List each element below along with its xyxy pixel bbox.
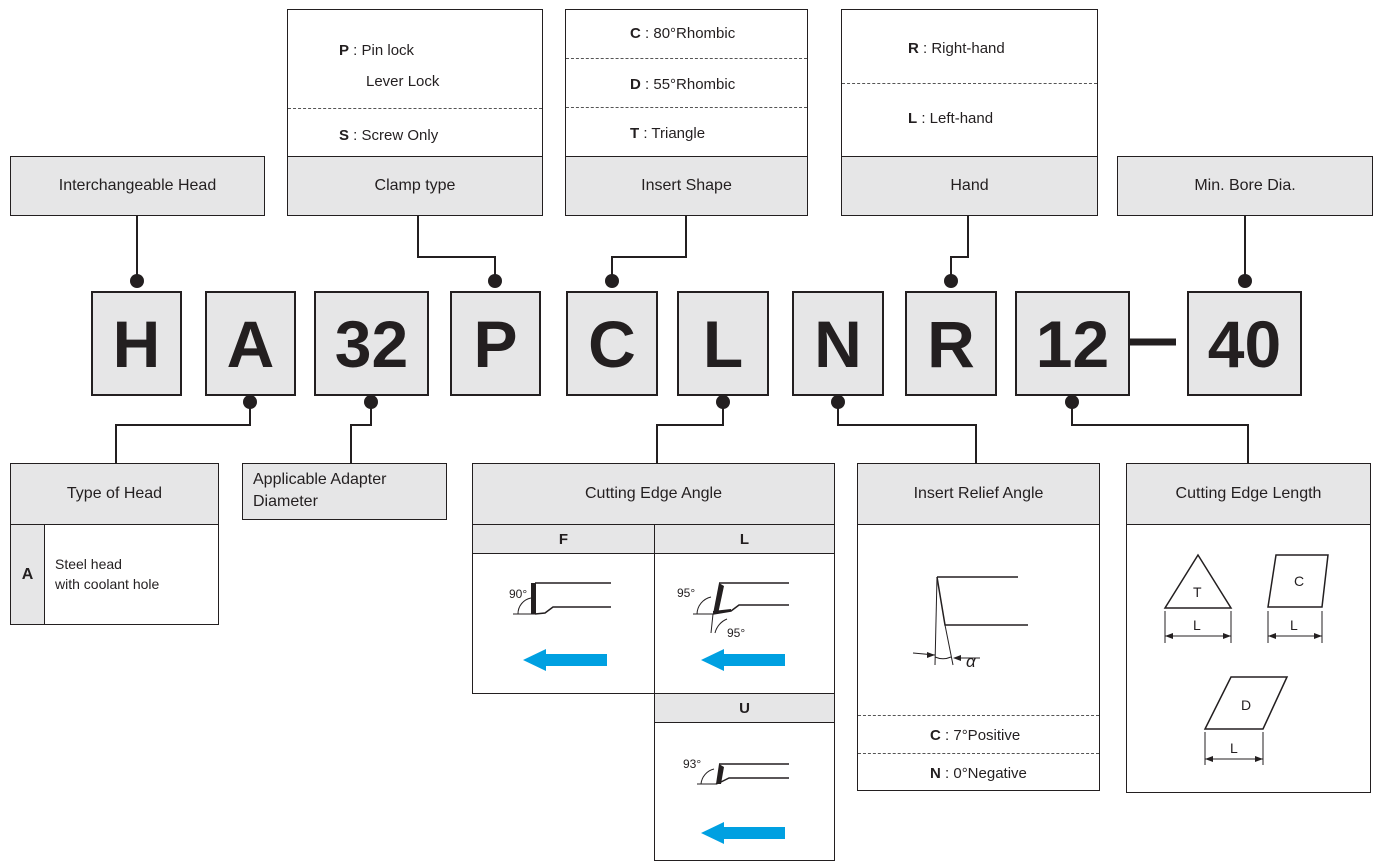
code-box-12: 12 (1015, 291, 1130, 396)
code-box-c: C (566, 291, 658, 396)
type-of-head-label: Type of Head (10, 463, 219, 525)
rhombic-c-insert-icon (1267, 554, 1329, 608)
hand-label: Hand (841, 156, 1098, 216)
adapter-diameter-line2: Diameter (253, 493, 318, 510)
connector-dot (605, 274, 619, 288)
shape-option-c: C : 80°Rhombic (630, 25, 736, 42)
code-box-l: L (677, 291, 769, 396)
type-of-head-code: A (11, 525, 45, 624)
cutting-edge-l-icon: 95° 95° (677, 582, 789, 671)
d-length-label: L (1230, 740, 1238, 756)
clamp-option-p: P : Pin lock (339, 42, 415, 59)
type-of-head-desc-line2: with coolant hole (55, 576, 160, 592)
adapter-diameter-line1: Applicable Adapter (253, 471, 387, 488)
min-bore-dia-label: Min. Bore Dia. (1117, 156, 1373, 216)
cutting-edge-angle-f-panel: F 90° (472, 524, 655, 694)
clamp-type-label: Clamp type (287, 156, 543, 216)
cutting-edge-length-panel: T L C L D L (1126, 524, 1371, 793)
hand-option-r: R : Right-hand (908, 40, 1005, 57)
feed-arrow-icon (701, 822, 785, 844)
relief-angle-icon: α (912, 576, 1028, 671)
cutting-edge-angle-l-panel: L 95° 95° (654, 524, 835, 694)
u-angle-text: 93° (683, 757, 701, 771)
clamp-type-options: P : Pin lock Lever Lock S : Screw Only (287, 9, 543, 157)
code-box-r: R (905, 291, 997, 396)
f-angle-text: 90° (509, 587, 527, 601)
code-box-p: P (450, 291, 541, 396)
insert-relief-angle-panel: α C : 7°Positive N : 0°Negative (857, 524, 1100, 791)
code-box-32: 32 (314, 291, 429, 396)
code-box-a: A (205, 291, 296, 396)
l-angle2-text: 95° (727, 626, 745, 640)
relief-option-c: C : 7°Positive (930, 727, 1021, 744)
hand-options: R : Right-hand L : Left-hand (841, 9, 1098, 157)
code-box-h: H (91, 291, 182, 396)
d-label: D (1241, 697, 1251, 713)
connector-dot (364, 395, 378, 409)
adapter-diameter-label: Applicable Adapter Diameter (242, 463, 447, 520)
connector-dot (1238, 274, 1252, 288)
insert-shape-label: Insert Shape (565, 156, 808, 216)
l-angle1-text: 95° (677, 586, 695, 600)
insert-shape-options: C : 80°Rhombic D : 55°Rhombic T : Triang… (565, 9, 808, 157)
code-box-40: 40 (1187, 291, 1302, 396)
relief-option-n: N : 0°Negative (930, 765, 1027, 782)
triangle-insert-icon (1163, 553, 1233, 609)
connector-dot (1065, 395, 1079, 409)
t-length-label: L (1193, 617, 1201, 633)
cutting-edge-angle-label: Cutting Edge Angle (472, 463, 835, 525)
insert-relief-angle-label: Insert Relief Angle (857, 463, 1100, 525)
clamp-option-p-line2: Lever Lock (366, 73, 440, 90)
cutting-edge-angle-f-title: F (473, 525, 654, 554)
feed-arrow-icon (523, 649, 607, 671)
type-of-head-desc-line1: Steel head (55, 556, 122, 572)
connector-dot (944, 274, 958, 288)
type-of-head-table: A Steel head with coolant hole (10, 524, 219, 625)
t-label: T (1193, 584, 1202, 600)
interchangeable-head-label: Interchangeable Head (10, 156, 265, 216)
cutting-edge-u-icon: 93° (683, 757, 789, 844)
feed-arrow-icon (701, 649, 785, 671)
code-box-n: N (792, 291, 884, 396)
cutting-edge-angle-l-title: L (655, 525, 834, 554)
c-length-label: L (1290, 617, 1298, 633)
clamp-option-s: S : Screw Only (339, 127, 439, 144)
shape-option-d: D : 55°Rhombic (630, 76, 736, 93)
hand-option-l: L : Left-hand (908, 110, 994, 127)
rhombic-d-insert-icon (1203, 676, 1289, 730)
shape-option-t: T : Triangle (630, 125, 706, 142)
connector-dot (130, 274, 144, 288)
connector-dot (716, 395, 730, 409)
connector-dot (243, 395, 257, 409)
cutting-edge-angle-u-panel: U 93° (654, 693, 835, 861)
connector-dot (488, 274, 502, 288)
c-label: C (1294, 573, 1304, 589)
alpha-symbol: α (966, 652, 977, 671)
cutting-edge-f-icon: 90° (509, 582, 611, 671)
connector-dot (831, 395, 845, 409)
edge-length-icons: T L C L D L (1163, 553, 1329, 765)
cutting-edge-length-label: Cutting Edge Length (1126, 463, 1371, 525)
cutting-edge-angle-u-title: U (655, 694, 834, 723)
